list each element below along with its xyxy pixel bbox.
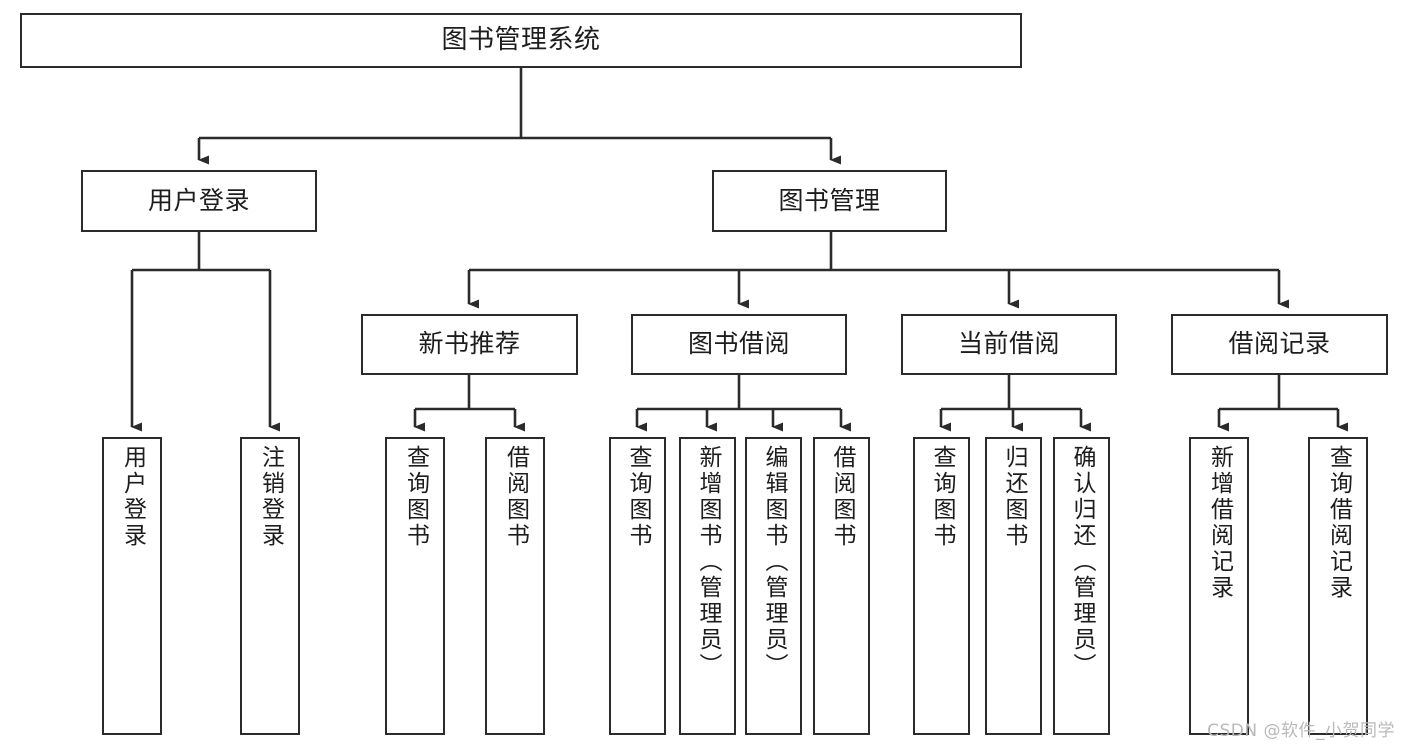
node-label-leaf-query-record: 查询借阅记录 xyxy=(1325,445,1352,601)
node-label-leaf-confirm-return: 确认归还（管理员） xyxy=(1069,445,1095,679)
node-new-book-rec[interactable]: 新书推荐 xyxy=(361,314,578,375)
node-label-leaf-add-record: 新增借阅记录 xyxy=(1206,445,1233,601)
node-leaf-query-book-2[interactable]: 查询图书 xyxy=(609,437,666,735)
node-label-leaf-return-book: 归还图书 xyxy=(1001,445,1027,549)
node-label-leaf-user-logout: 注销登录 xyxy=(257,445,284,549)
node-label-leaf-query-book-3: 查询图书 xyxy=(929,445,955,549)
node-label-new-book-rec: 新书推荐 xyxy=(418,329,521,359)
node-book-borrow[interactable]: 图书借阅 xyxy=(631,314,847,375)
node-leaf-add-book[interactable]: 新增图书（管理员） xyxy=(679,437,736,735)
node-book-manage[interactable]: 图书管理 xyxy=(712,170,947,232)
node-borrow-record[interactable]: 借阅记录 xyxy=(1171,314,1388,375)
node-label-book-borrow: 图书借阅 xyxy=(687,329,790,359)
node-leaf-borrow-book-2[interactable]: 借阅图书 xyxy=(813,437,870,735)
node-leaf-edit-book[interactable]: 编辑图书（管理员） xyxy=(745,437,802,735)
node-label-book-manage: 图书管理 xyxy=(778,185,881,215)
node-label-leaf-borrow-book-2: 借阅图书 xyxy=(829,445,855,549)
node-leaf-borrow-book-1[interactable]: 借阅图书 xyxy=(485,437,545,735)
node-label-root: 图书管理系统 xyxy=(441,24,601,55)
node-leaf-user-login[interactable]: 用户登录 xyxy=(102,437,162,735)
watermark-text: CSDN @软件_小贺同学 xyxy=(1207,721,1395,741)
node-leaf-query-record[interactable]: 查询借阅记录 xyxy=(1308,437,1368,735)
node-user-login[interactable]: 用户登录 xyxy=(81,170,317,232)
node-label-user-login: 用户登录 xyxy=(147,185,250,215)
node-leaf-confirm-return[interactable]: 确认归还（管理员） xyxy=(1053,437,1110,735)
node-label-leaf-query-book-1: 查询图书 xyxy=(402,445,429,549)
node-label-leaf-add-book: 新增图书（管理员） xyxy=(695,445,721,679)
node-leaf-add-record[interactable]: 新增借阅记录 xyxy=(1189,437,1249,735)
node-label-leaf-edit-book: 编辑图书（管理员） xyxy=(761,445,787,679)
node-label-current-borrow: 当前借阅 xyxy=(957,329,1060,359)
node-root[interactable]: 图书管理系统 xyxy=(20,13,1022,68)
node-label-leaf-query-book-2: 查询图书 xyxy=(625,445,651,549)
node-leaf-query-book-3[interactable]: 查询图书 xyxy=(913,437,970,735)
node-label-leaf-borrow-book-1: 借阅图书 xyxy=(502,445,529,549)
node-current-borrow[interactable]: 当前借阅 xyxy=(901,314,1117,375)
node-leaf-user-logout[interactable]: 注销登录 xyxy=(240,437,300,735)
node-label-borrow-record: 借阅记录 xyxy=(1228,329,1331,359)
node-label-leaf-user-login: 用户登录 xyxy=(119,445,146,549)
node-leaf-return-book[interactable]: 归还图书 xyxy=(985,437,1042,735)
node-leaf-query-book-1[interactable]: 查询图书 xyxy=(385,437,445,735)
